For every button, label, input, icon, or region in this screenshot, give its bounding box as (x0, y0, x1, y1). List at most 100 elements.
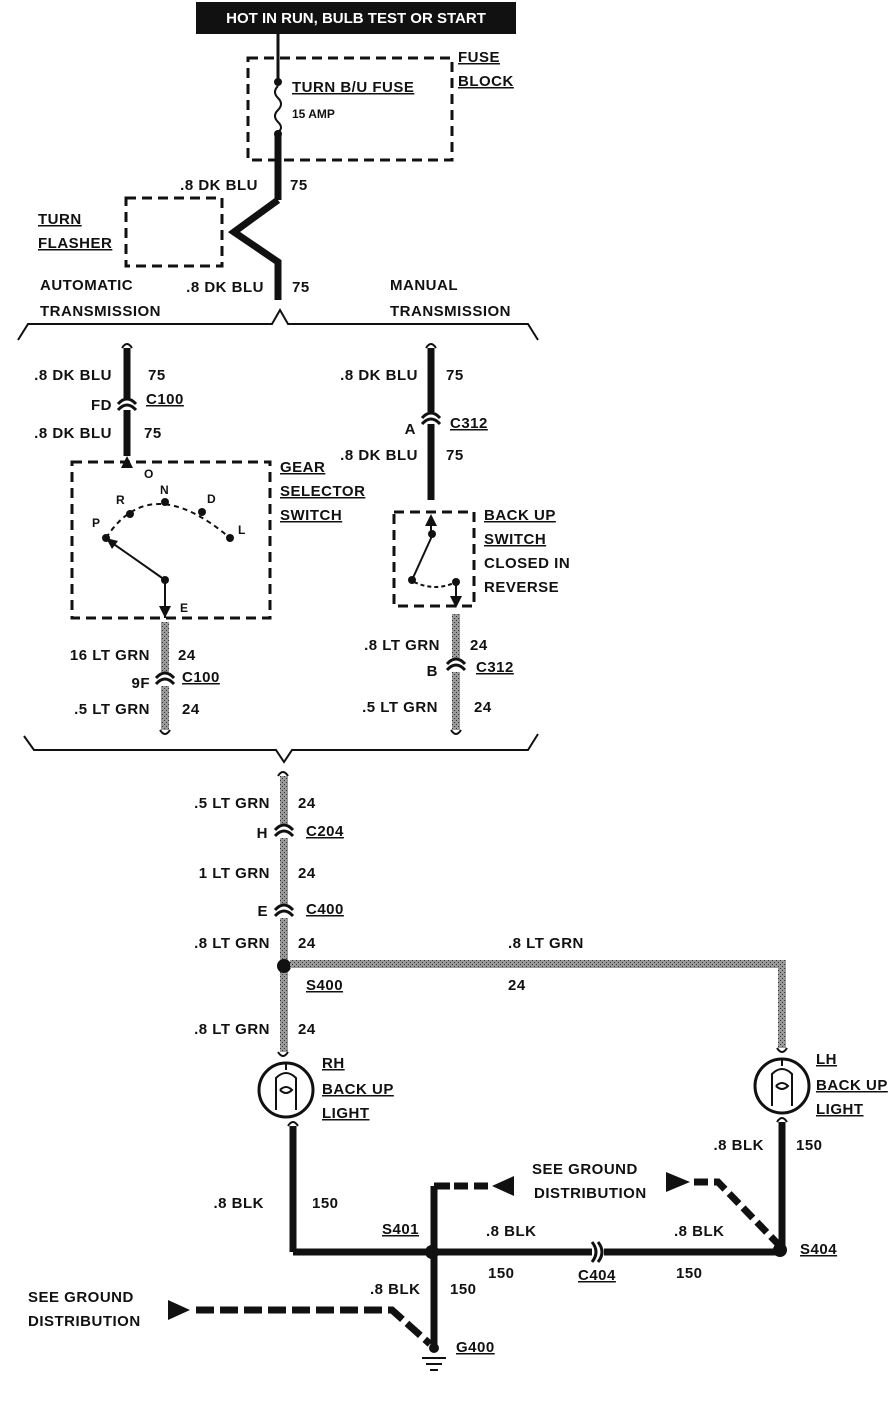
c204-pin: H (257, 825, 268, 842)
gear-pos-e: E (180, 601, 188, 615)
manual-conn2-pin: B (427, 663, 438, 680)
lh-light-label-2: BACK UP (816, 1077, 888, 1094)
manual-w1-circuit: 75 (446, 367, 464, 384)
auto-lower-wire (154, 622, 176, 735)
auto-w4-circuit: 24 (182, 701, 200, 718)
fuse-block-label-2: BLOCK (458, 73, 514, 90)
splice-s400-label: S400 (306, 977, 343, 994)
ground-wires (287, 1117, 788, 1346)
top-wire-upper-circuit: 75 (290, 177, 308, 194)
main-w2-circuit: 24 (298, 865, 316, 882)
auto-w3-circuit: 24 (178, 647, 196, 664)
auto-label-2: TRANSMISSION (40, 303, 161, 320)
fuse-name: TURN B/U FUSE (292, 79, 414, 96)
main-w4-size: .8 LT GRN (194, 1021, 270, 1038)
flasher-label-2: FLASHER (38, 235, 112, 252)
connector-c404-label: C404 (578, 1267, 616, 1284)
manual-lower-wire (445, 614, 467, 735)
branch-brace-bottom (23, 733, 539, 764)
backup-switch-label-1: BACK UP (484, 507, 556, 524)
fuse-block-label-1: FUSE (458, 49, 500, 66)
auto-conn-pin: FD (91, 397, 112, 414)
gear-switch-label-3: SWITCH (280, 507, 342, 524)
gear-pos-o: O (144, 467, 153, 481)
fuse-rating: 15 AMP (292, 107, 335, 121)
lh-branch-wire (290, 960, 788, 1053)
ground-dist-arrow-lower (168, 1300, 433, 1347)
rh-light-label-2: BACK UP (322, 1081, 394, 1098)
manual-conn2-name: C312 (476, 659, 514, 676)
wire-flasher-kink (227, 197, 282, 300)
top-wire-upper-size: .8 DK BLU (180, 177, 258, 194)
see-ground-lower-2: DISTRIBUTION (28, 1313, 141, 1330)
main-trunk-wire (273, 771, 295, 1057)
down-ground-size: .8 BLK (370, 1281, 421, 1298)
manual-w1-size: .8 DK BLU (340, 367, 418, 384)
rh-ground-size: .8 BLK (213, 1195, 264, 1212)
branch-brace-top (17, 307, 539, 341)
fuse-icon (274, 34, 282, 138)
splice-s400-dot (277, 959, 291, 973)
down-ground-circuit: 150 (450, 1281, 477, 1298)
ground-g400-label: G400 (456, 1339, 495, 1356)
ground-dist-arrow-upper-left (454, 1176, 514, 1196)
lh-light-label-1: LH (816, 1051, 837, 1068)
auto-w2-circuit: 75 (144, 425, 162, 442)
c204-name: C204 (306, 823, 344, 840)
auto-conn-name: C100 (146, 391, 184, 408)
see-ground-upper-1: SEE GROUND (532, 1161, 638, 1178)
backup-switch-label-4: REVERSE (484, 579, 559, 596)
mid2-ground-size: .8 BLK (674, 1223, 725, 1240)
gear-pos-d: D (207, 492, 216, 506)
flasher-outline (124, 196, 224, 268)
gear-selector-outline (70, 460, 272, 620)
top-wire-lower-circuit: 75 (292, 279, 310, 296)
gear-selector-mechanism (102, 498, 234, 618)
manual-w4-circuit: 24 (474, 699, 492, 716)
auto-w2-size: .8 DK BLU (34, 425, 112, 442)
auto-upper-wire (116, 343, 138, 468)
manual-conn-name: C312 (450, 415, 488, 432)
see-ground-lower-1: SEE GROUND (28, 1289, 134, 1306)
power-header-box (196, 2, 516, 34)
lh-branch-size: .8 LT GRN (508, 935, 584, 952)
lh-branch-circuit: 24 (508, 977, 526, 994)
backup-switch-outline (392, 510, 476, 608)
mid2-ground-circuit: 150 (676, 1265, 703, 1282)
mid1-ground-circuit: 150 (488, 1265, 515, 1282)
rh-bulb-icon (257, 1061, 315, 1119)
auto-conn2-pin: 9F (131, 675, 150, 692)
manual-label-2: TRANSMISSION (390, 303, 511, 320)
ground-g400-icon (422, 1343, 446, 1371)
rh-light-label-1: RH (322, 1055, 345, 1072)
main-w4-circuit: 24 (298, 1021, 316, 1038)
main-w1-circuit: 24 (298, 795, 316, 812)
fuse-block-outline (246, 56, 454, 162)
splice-s404-label: S404 (800, 1241, 837, 1258)
manual-w2-size: .8 DK BLU (340, 447, 418, 464)
main-w3-circuit: 24 (298, 935, 316, 952)
gear-pos-r: R (116, 493, 125, 507)
main-w2-size: 1 LT GRN (199, 865, 270, 882)
auto-conn2-name: C100 (182, 669, 220, 686)
gear-pos-n: N (160, 483, 169, 497)
c400-pin: E (257, 903, 268, 920)
main-w3-size: .8 LT GRN (194, 935, 270, 952)
manual-w4-size: .5 LT GRN (362, 699, 438, 716)
main-w1-size: .5 LT GRN (194, 795, 270, 812)
splice-s401-label: S401 (382, 1221, 419, 1238)
lh-ground-circuit: 150 (796, 1137, 823, 1154)
backup-switch-label-2: SWITCH (484, 531, 546, 548)
gear-pos-p: P (92, 516, 100, 530)
top-wire-lower-size: .8 DK BLU (186, 279, 264, 296)
gear-switch-label-1: GEAR (280, 459, 325, 476)
manual-conn-pin: A (405, 421, 416, 438)
c400-name: C400 (306, 901, 344, 918)
lh-ground-size: .8 BLK (713, 1137, 764, 1154)
gear-switch-label-2: SELECTOR (280, 483, 365, 500)
auto-label-1: AUTOMATIC (40, 277, 133, 294)
manual-w3-circuit: 24 (470, 637, 488, 654)
manual-upper-wire (420, 343, 442, 500)
